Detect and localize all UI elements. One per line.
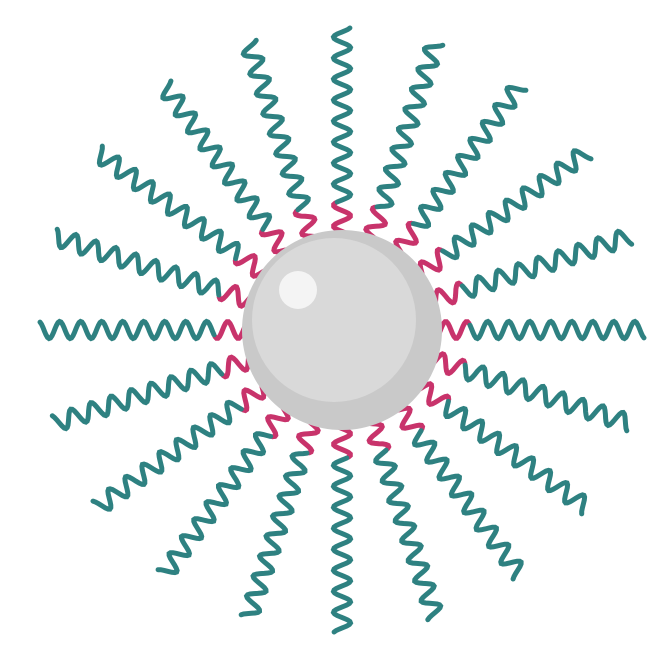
chain-segment [37,318,217,342]
chain-segment [330,455,354,635]
polymer-chains [37,25,647,635]
polymer-chain [387,398,524,582]
chain-segment [411,428,524,582]
polymer-chain [90,375,274,512]
polymer-chain [330,415,354,635]
chain-segment [467,318,647,342]
chain-segment [96,143,241,262]
chain-segment [90,399,244,512]
chain-segment [374,42,446,210]
chain-segment [155,431,274,576]
nanoparticle-core [242,230,442,430]
chain-segment [160,78,273,232]
chain-segment [459,228,635,299]
polymer-chain [96,143,275,281]
polymer-chain [423,351,630,434]
chain-segment [54,226,222,298]
polymer-chain [54,226,261,309]
chain-segment [462,362,630,434]
chain-segment [373,447,444,623]
core-highlight [279,271,317,309]
chain-segment [49,361,225,432]
polymer-chain [409,379,588,517]
chain-segment [238,450,310,618]
chain-segment [240,37,311,213]
chain-segment [440,148,594,261]
polymer-chain [238,411,321,618]
polymer-chain [160,78,297,262]
chain-segment [410,84,529,229]
chain-segment [443,398,588,517]
polymer-chain [410,148,594,285]
core-fill [252,238,416,402]
polymer-chain [330,25,354,245]
polymer-chain [391,84,529,263]
polymer-chain [155,397,293,576]
polymer-chain [427,318,647,342]
chain-segment [330,25,354,205]
polymer-chain [363,42,446,249]
polymer-chain [37,318,257,342]
